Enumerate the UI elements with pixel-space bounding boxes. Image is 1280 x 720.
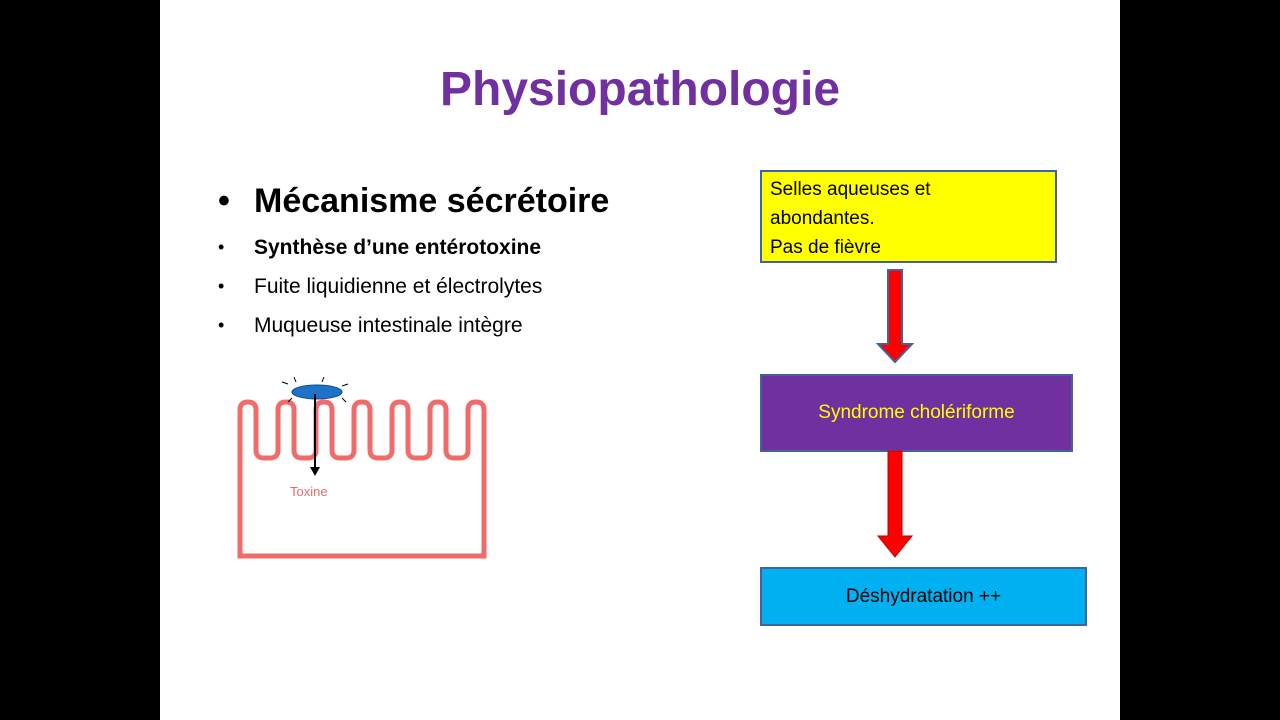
bullet-sub: • Synthèse d’une entérotoxine [218,228,738,267]
syndrome-box: Syndrome cholériforme [760,374,1073,452]
down-arrow-icon [876,269,914,364]
toxin-label: Toxine [290,484,328,499]
symptoms-box: Selles aqueuses et abondantes. Pas de fi… [760,170,1057,263]
toxin-arrow [310,394,320,476]
bullet-dot: • [218,276,225,296]
bullet-text: Fuite liquidienne et électrolytes [254,275,543,298]
villi-outline [237,399,487,559]
bullet-dot: • [218,182,230,220]
dehydration-label: Déshydratation ++ [845,585,1002,607]
bullet-dot: • [218,237,225,257]
slide: Physiopathologie • Mécanisme sécrétoire … [160,0,1120,720]
slide-title: Physiopathologie [439,63,841,116]
intestinal-villi-illustration [237,376,487,559]
bullet-main: • Mécanisme sécrétoire [218,176,738,226]
down-arrow-icon [876,450,914,558]
intestine-diagram: Toxine [230,370,580,570]
bullet-text: Muqueuse intestinale intègre [254,314,523,337]
bacterium-icon [281,376,349,403]
dehydration-box: Déshydratation ++ [760,567,1087,626]
bullet-list: • Mécanisme sécrétoire • Synthèse d’une … [218,176,738,345]
bullet-text: Synthèse d’une entérotoxine [254,236,542,259]
bullet-text: Mécanisme sécrétoire [254,182,610,220]
symptoms-line: Selles aqueuses et [770,179,931,200]
symptoms-line: abondantes. [770,208,875,229]
bullet-sub: • Fuite liquidienne et électrolytes [218,267,738,306]
symptoms-line: Pas de fièvre [770,237,881,258]
bullet-sub: • Muqueuse intestinale intègre [218,306,738,345]
syndrome-label: Syndrome cholériforme [818,402,1015,423]
bullet-dot: • [218,315,225,335]
